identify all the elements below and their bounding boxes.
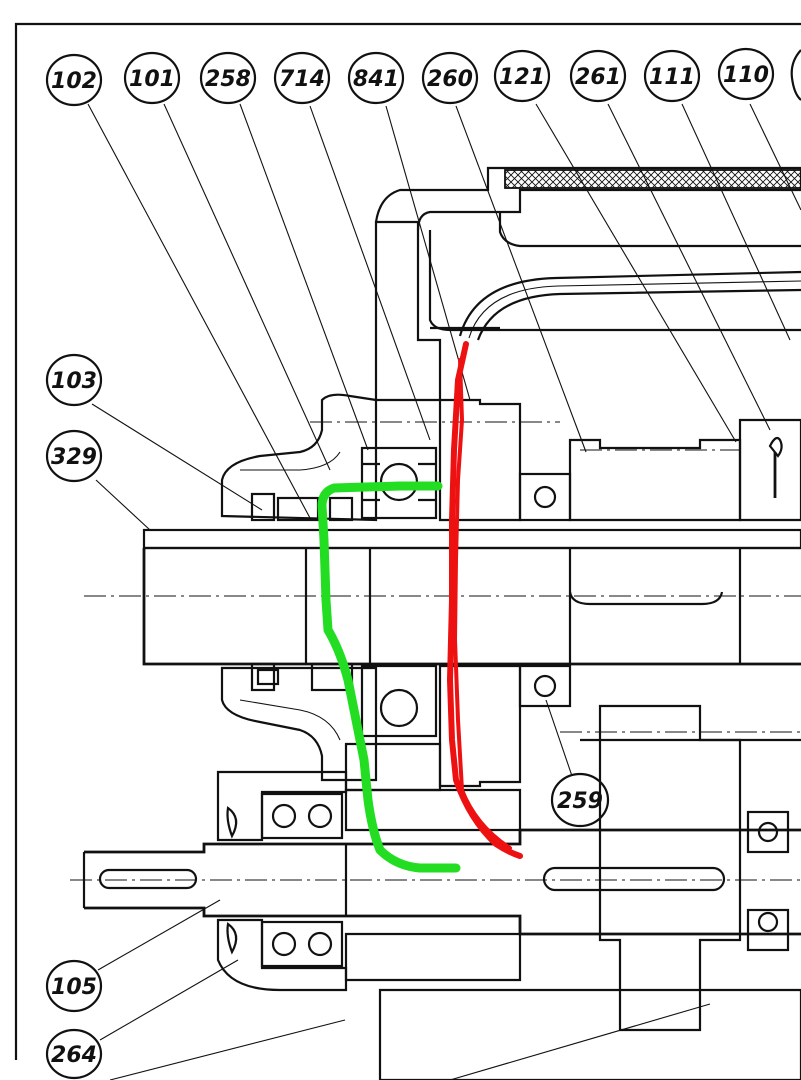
red-annotation-path-stroke-2 — [452, 358, 512, 850]
callout-259-label: 259 — [557, 789, 603, 814]
upper-right-gear — [568, 418, 801, 522]
callout-121-label: 121 — [499, 65, 545, 90]
callout-121: 121 — [493, 49, 551, 103]
upper-ball-bearing — [360, 446, 438, 738]
leader-lines — [87, 103, 801, 1080]
callout-261-label: 261 — [575, 65, 621, 90]
callout-714: 714 — [273, 51, 331, 105]
callout-105: 105 — [45, 959, 103, 1013]
callout-258-label: 258 — [205, 67, 251, 92]
callouts: 102 101 258 714 841 260 121 261 — [45, 47, 801, 1080]
callout-841: 841 — [347, 51, 405, 105]
callout-111-label: 111 — [649, 65, 695, 90]
callout-329-label: 329 — [51, 445, 97, 470]
lower-housing — [216, 704, 801, 1080]
callout-260-label: 260 — [427, 67, 473, 92]
callout-110: 110 — [717, 47, 775, 101]
callout-101: 101 — [123, 51, 181, 105]
callout-101-label: 101 — [129, 67, 175, 92]
small-bearing — [518, 472, 572, 708]
green-annotation-path — [317, 481, 461, 873]
callout-102: 102 — [45, 53, 103, 107]
callout-111: 111 — [643, 49, 701, 103]
callout-264: 264 — [45, 1028, 103, 1080]
bent-tube — [458, 270, 801, 341]
callout-841-label: 841 — [353, 67, 399, 92]
callout-103: 103 — [45, 353, 103, 407]
callout-714-label: 714 — [279, 67, 325, 92]
callout-110-label: 110 — [723, 63, 769, 88]
callout-103-label: 103 — [51, 369, 97, 394]
callout-partial-edge — [790, 49, 801, 101]
callout-329: 329 — [45, 429, 103, 483]
callout-260: 260 — [421, 51, 479, 105]
shaft-seal — [250, 492, 354, 692]
red-annotation-path — [447, 341, 523, 859]
annotation-paths — [317, 341, 523, 873]
callout-259: 259 — [550, 772, 610, 828]
callout-258: 258 — [199, 51, 257, 105]
output-bearings — [226, 792, 790, 968]
callout-261: 261 — [569, 49, 627, 103]
callout-264-label: 264 — [51, 1043, 97, 1068]
drawing-frame — [14, 22, 801, 1060]
input-shaft — [84, 528, 801, 666]
callout-102-label: 102 — [51, 69, 97, 94]
callout-105-label: 105 — [51, 975, 97, 1000]
output-shaft — [70, 828, 801, 936]
